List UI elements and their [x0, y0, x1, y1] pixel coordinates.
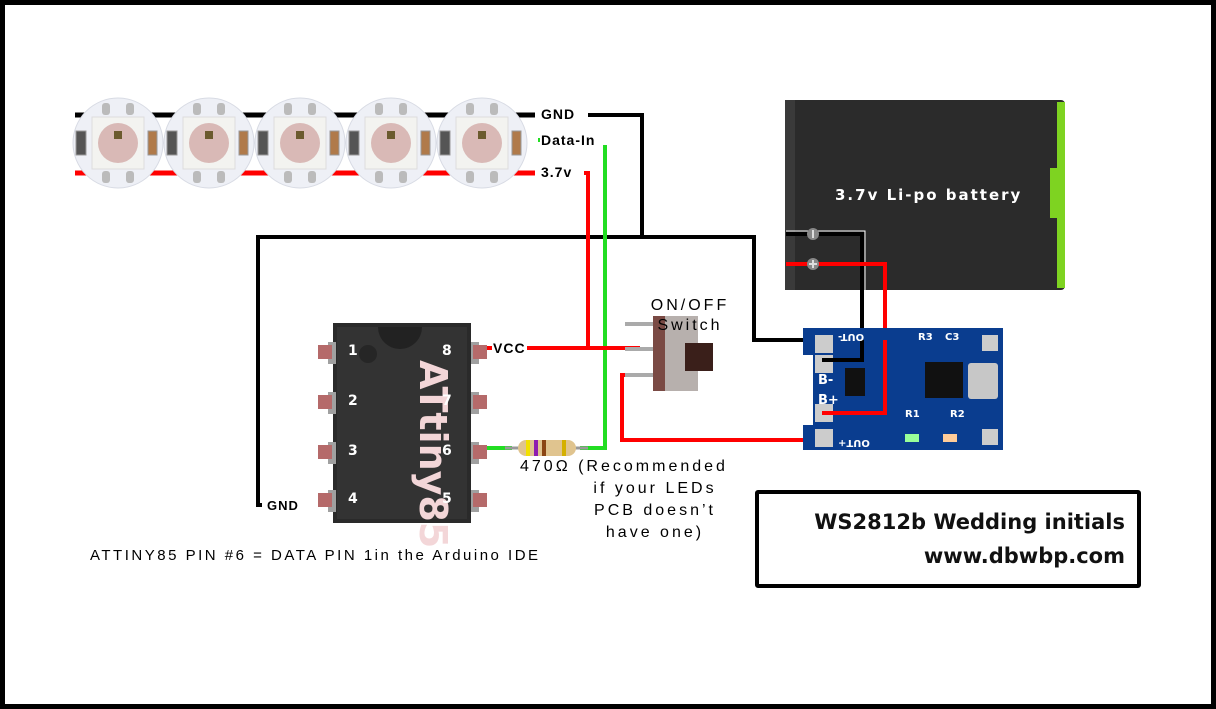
- chip-pin: [318, 342, 336, 364]
- ws2812b-led: [72, 97, 164, 189]
- ws2812b-led: [163, 97, 255, 189]
- chip-pin: [318, 442, 336, 464]
- chip-pin-number: 4: [348, 491, 358, 507]
- chip-pin: [318, 490, 336, 512]
- chip-pin-number: 5: [442, 491, 452, 507]
- footnote: ATTINY85 PIN #6 = DATA PIN 1in the Ardui…: [90, 547, 541, 564]
- wire-ground-main: [256, 235, 808, 507]
- chip-pin-number: 2: [348, 393, 358, 409]
- pcb-r3-label: R3: [918, 332, 933, 343]
- wire-led-gnd: [588, 113, 644, 237]
- chip-pin-number: 8: [442, 343, 452, 359]
- wire-switch-out-plus: [620, 373, 808, 442]
- chip-vcc-label: VCC: [492, 340, 527, 356]
- pcb-b-neg-label: B-: [818, 373, 834, 388]
- battery-label: 3.7v Li-po battery: [835, 186, 1023, 204]
- wire-led-vcc: [584, 171, 590, 348]
- resistor-470-ohm: [505, 440, 588, 456]
- led-gnd-label: GND: [540, 106, 577, 122]
- chip-pin-number: 7: [442, 393, 452, 409]
- pcb-b-pos-label: B+: [818, 393, 839, 408]
- chip-pin: [471, 490, 487, 512]
- title-line-2[interactable]: www.dbwbp.com: [923, 544, 1125, 568]
- chip-pins: [318, 342, 487, 512]
- chip-pin: [471, 392, 487, 414]
- ws2812b-led: [436, 97, 528, 189]
- chip-pin-number: 6: [442, 443, 452, 459]
- pcb-out-neg-label: OUT-: [838, 331, 865, 342]
- chip-pin: [471, 342, 487, 364]
- on-off-switch[interactable]: [625, 316, 713, 391]
- pcb-out-pos-label: OUT+: [838, 437, 870, 448]
- chip-pin: [318, 392, 336, 414]
- ws2812b-led: [345, 97, 437, 189]
- lipo-battery: [785, 100, 1065, 290]
- chip-pin: [471, 442, 487, 464]
- attiny85-chip: [333, 323, 471, 523]
- pcb-c3-label: C3: [945, 332, 960, 343]
- title-box: WS2812b Wedding initials www.dbwbp.com: [755, 490, 1141, 588]
- chip-gnd-label: GND: [266, 498, 300, 513]
- resistor-note: 470Ω (Recommended if your LEDs PCB doesn…: [520, 458, 728, 541]
- ws2812b-led: [254, 97, 346, 189]
- chip-pin-number: 1: [348, 343, 358, 359]
- wire-data-main: [580, 145, 607, 450]
- chip-pin-number: 3: [348, 443, 358, 459]
- led-strip: [72, 97, 528, 189]
- pcb-r2-label: R2: [950, 409, 965, 420]
- led-data-in-label: Data-In: [540, 132, 597, 148]
- tp4056-charger-module: [803, 328, 1003, 450]
- led-vcc-label: 3.7v: [540, 164, 574, 180]
- title-line-1: WS2812b Wedding initials: [814, 510, 1125, 534]
- switch-label: ON/OFF Switch: [650, 297, 730, 334]
- pcb-r1-label: R1: [905, 409, 920, 420]
